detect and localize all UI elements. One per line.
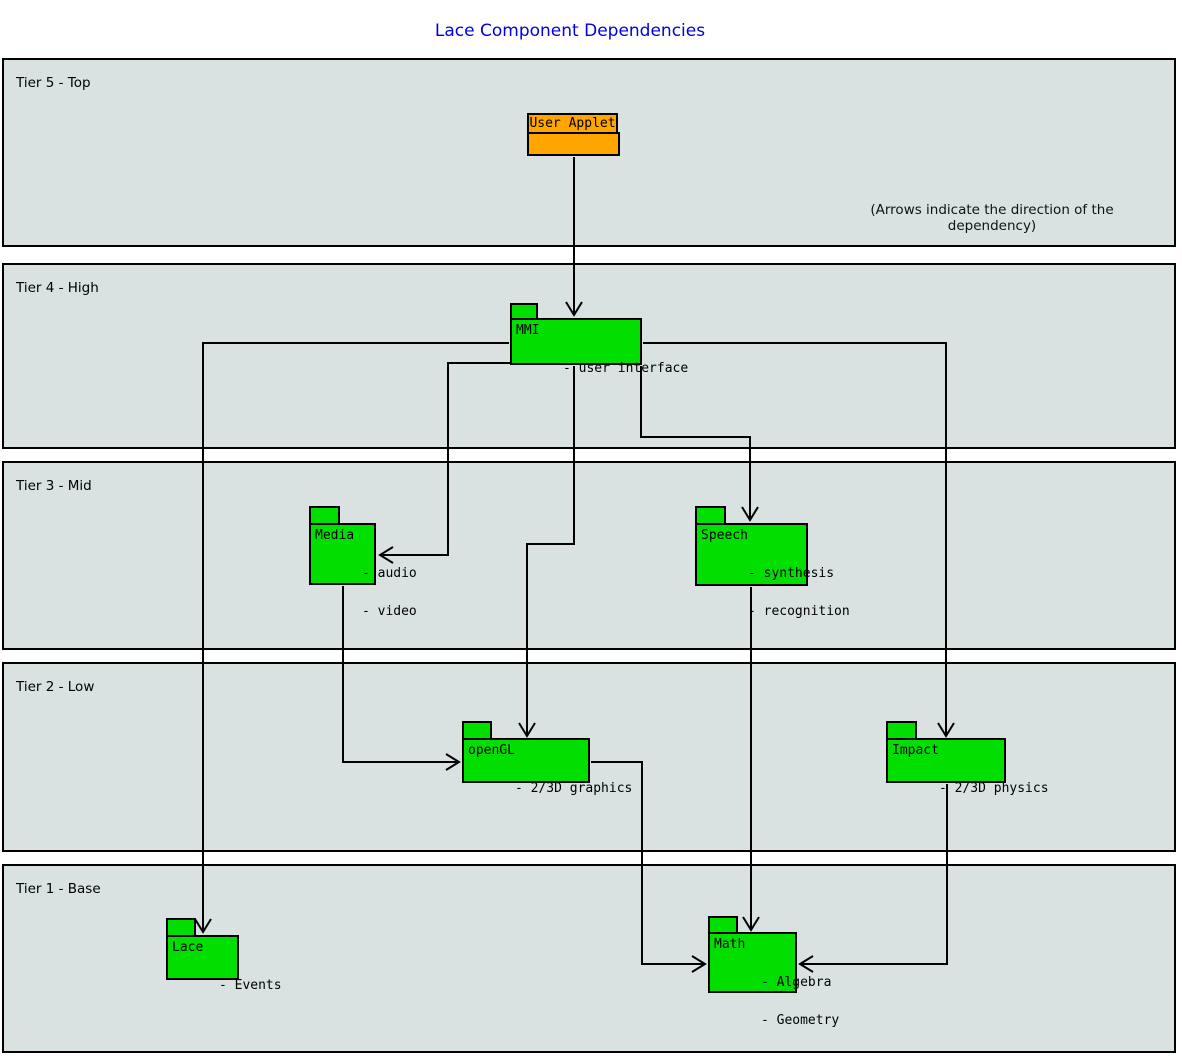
- tier-band-3-mid: Tier 3 - Mid: [2, 461, 1176, 650]
- node-user-applet-base: [527, 132, 620, 156]
- tier-label: Tier 1 - Base: [16, 881, 101, 897]
- edge-mmi-to-media: [378, 362, 510, 564]
- node-title: User Applet: [527, 113, 618, 134]
- node-subitem: - synthesis: [747, 566, 835, 581]
- edge-mmi-to-opengl: [518, 366, 575, 738]
- node-title: openGL: [468, 743, 515, 758]
- node-title: Media: [315, 528, 355, 543]
- edge-opengl-to-math: [591, 761, 707, 973]
- edge-mmi-to-lace: [194, 342, 509, 934]
- edge-impact-to-math: [798, 784, 948, 973]
- node-subitem: - video: [361, 604, 417, 619]
- node-title: Impact: [892, 743, 939, 758]
- node-subitem: - Events: [218, 978, 282, 993]
- node-subitem: - 2/3D physics: [938, 781, 1049, 796]
- node-subitem: - audio: [361, 566, 417, 581]
- edge-media-to-opengl: [342, 586, 461, 771]
- tier-label: Tier 3 - Mid: [16, 478, 92, 494]
- node-title: Speech: [701, 528, 748, 543]
- node-subitem: - user interface: [562, 361, 689, 376]
- tier-label: Tier 5 - Top: [16, 75, 91, 91]
- node-title: Math: [714, 937, 746, 952]
- tier-label: Tier 4 - High: [16, 280, 99, 296]
- edge-mmi-to-speech: [640, 366, 759, 522]
- node-subitem: - recognition: [747, 604, 850, 619]
- node-subitem: - Algebra: [760, 975, 832, 990]
- diagram-title: Lace Component Dependencies: [434, 21, 706, 41]
- legend-note: (Arrows indicate the direction of the de…: [870, 202, 1114, 234]
- tier-label: Tier 2 - Low: [16, 679, 95, 695]
- edge-mmi-to-impact: [643, 342, 955, 738]
- node-subitem: - Geometry: [760, 1013, 840, 1028]
- node-title: MMI: [516, 323, 540, 338]
- node-subitem: - 2/3D graphics: [514, 781, 633, 796]
- node-title: Lace: [172, 940, 204, 955]
